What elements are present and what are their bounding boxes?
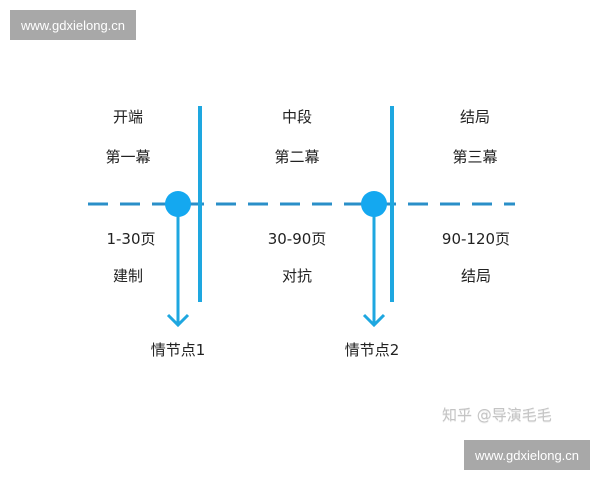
act-3-pages: 90-120页	[441, 230, 511, 248]
watermark-bottom: www.gdxielong.cn	[464, 440, 590, 470]
arrow-down-icon	[362, 313, 386, 328]
zhihu-watermark: 知乎 @导演毛毛	[442, 406, 552, 424]
act-2-pages: 30-90页	[267, 230, 327, 248]
act-2-function: 对抗	[281, 267, 312, 285]
act-2-title: 中段	[281, 108, 312, 126]
act-2-label: 第二幕	[274, 148, 320, 166]
plot-point-1-node	[165, 191, 191, 217]
act-3-title: 结局	[459, 108, 490, 126]
watermark-top: www.gdxielong.cn	[10, 10, 136, 40]
act-1-pages: 1-30页	[106, 230, 156, 248]
act-1-title: 开端	[112, 108, 143, 126]
plot-point-2-node	[361, 191, 387, 217]
act-3-label: 第三幕	[452, 148, 498, 166]
act-1-function: 建制	[112, 267, 143, 285]
act-1-label: 第一幕	[105, 148, 151, 166]
plot-point-2-label: 情节点2	[344, 341, 400, 359]
plot-point-1-label: 情节点1	[150, 341, 206, 359]
act-3-function: 结局	[460, 267, 491, 285]
arrow-down-icon	[166, 313, 190, 328]
